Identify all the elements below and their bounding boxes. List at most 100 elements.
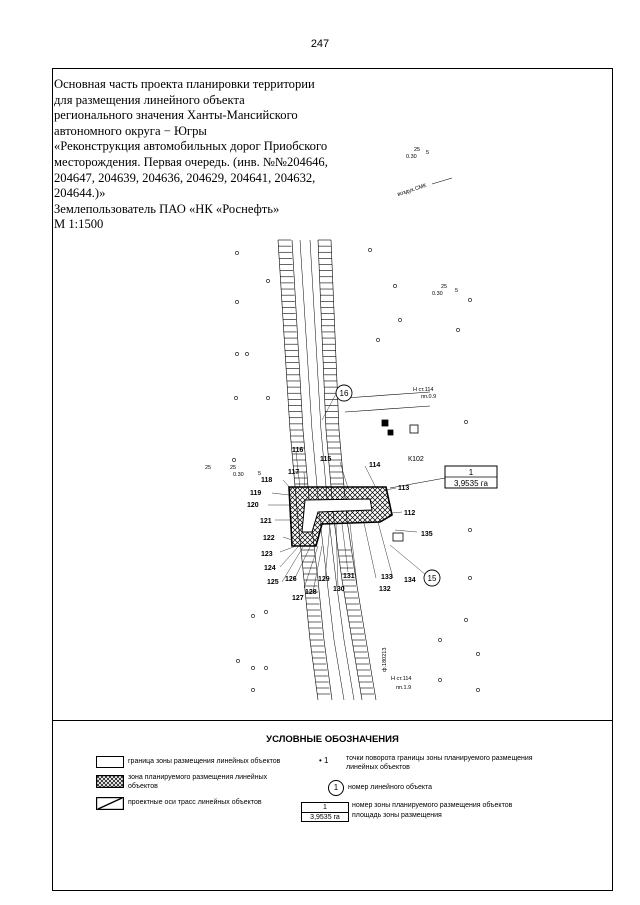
point-label: 119: [250, 490, 261, 497]
point-label: 126: [285, 576, 297, 583]
point-label: 116: [292, 447, 303, 454]
survey-point: [456, 328, 460, 332]
survey-point: [266, 279, 270, 283]
point-label: 125: [267, 579, 279, 586]
point-label: 120: [247, 502, 259, 509]
svg-text:Н ст.114: Н ст.114: [391, 676, 411, 682]
cable-line: [431, 177, 453, 185]
point-leaders: [268, 393, 427, 593]
point-label: 118: [261, 477, 272, 484]
elevation-top: Н ст.114 пп.0.9: [413, 387, 436, 400]
legend-boundary-text: граница зоны размещения линейных объекто…: [128, 758, 281, 765]
point-label: 123: [261, 551, 273, 558]
title-line: М 1:1500: [54, 217, 104, 232]
zone-area: 3,9535 га: [454, 479, 488, 488]
survey-point: [234, 396, 238, 400]
tree-marker-left: 25 25 0.30 5: [205, 465, 261, 478]
point-label: 129: [318, 576, 330, 583]
svg-text:0.30: 0.30: [406, 154, 417, 160]
title-line: 204644.)»: [54, 186, 106, 201]
svg-text:5: 5: [455, 288, 458, 294]
point-label: 113: [398, 485, 409, 492]
survey-point: [464, 618, 468, 622]
svg-text:пп.0.9: пп.0.9: [421, 394, 436, 400]
svg-text:25: 25: [205, 465, 211, 471]
svg-text:0.30: 0.30: [432, 291, 443, 297]
side-road: [344, 391, 431, 413]
point-label: 131: [343, 573, 355, 580]
legend-turn-point-symbol: • 1: [319, 756, 329, 765]
svg-text:0.30: 0.30: [233, 472, 244, 478]
legend-object-number-symbol: 1: [328, 780, 344, 796]
point-label: 135: [421, 531, 433, 538]
legend-axis-text: проектные оси трасс линейных объектов: [128, 799, 262, 806]
svg-text:16: 16: [340, 389, 349, 398]
embankment-ticks: [278, 239, 374, 695]
survey-point: [235, 251, 239, 255]
point-label: 121: [260, 518, 272, 525]
point-label: 124: [264, 565, 276, 572]
survey-point: [438, 678, 442, 682]
point-label: 130: [333, 586, 345, 593]
survey-point: [468, 298, 472, 302]
survey-point: [235, 300, 239, 304]
survey-point: [236, 659, 240, 663]
survey-point: [438, 638, 442, 642]
point-labels: 116 117 118 119 120 121 122 123 124 125 …: [247, 447, 433, 602]
survey-point: [264, 610, 268, 614]
survey-point: [251, 614, 255, 618]
legend-zone-symbol: [96, 775, 124, 788]
legend-object-number-text: номер линейного объекта: [348, 784, 433, 791]
title-line: Землепользователь ПАО «НК «Роснефть»: [54, 201, 280, 216]
zone-number: 1: [469, 468, 474, 477]
structures: [381, 419, 419, 542]
title-line: 204647, 204639, 204636, 204629, 204641, …: [54, 170, 316, 185]
survey-point: [251, 688, 255, 692]
title-line: для размещения линейного объекта: [54, 92, 245, 107]
svg-text:15: 15: [428, 574, 437, 583]
point-label: 134: [404, 577, 416, 584]
legend-boundary-symbol: [96, 756, 124, 768]
legend-zone-number-text-bottom: площадь зоны размещения: [352, 812, 442, 819]
elevation-bottom: Н ст.114 пп.1.9: [391, 676, 411, 691]
page-number: 247: [310, 38, 330, 50]
survey-point: [232, 458, 236, 462]
title-line: автономного округа − Югры: [54, 123, 207, 138]
point-label: 115: [320, 456, 331, 463]
legend-turn-point-text: точки поворота границы зоны планируемого…: [346, 755, 533, 771]
svg-text:25: 25: [230, 465, 236, 471]
linear-object-15: 15: [423, 569, 441, 587]
tree-marker-top: 25 0.30 5: [406, 147, 429, 160]
svg-text:25: 25: [414, 147, 420, 153]
survey-point: [235, 352, 239, 356]
legend-title: УСЛОВНЫЕ ОБОЗНАЧЕНИЯ: [266, 734, 399, 745]
road-embankment-west: [277, 239, 333, 701]
road-axis: [299, 239, 355, 701]
map-title: Основная часть проекта планировки террит…: [54, 77, 354, 233]
road-embankment-east: [317, 239, 377, 701]
survey-point: [398, 318, 402, 322]
survey-point: [376, 338, 380, 342]
svg-text:пп.1.9: пп.1.9: [396, 685, 411, 691]
map-points: [232, 248, 480, 692]
block-label: К102: [408, 456, 424, 463]
survey-point: [476, 688, 480, 692]
survey-point: [476, 652, 480, 656]
title-line: Основная часть проекта планировки террит…: [54, 77, 315, 91]
tree-marker-mid: 25 0.30 5: [432, 284, 458, 297]
point-label: 128: [305, 589, 317, 596]
svg-text:25: 25: [441, 284, 447, 290]
survey-point: [245, 352, 249, 356]
survey-point: [368, 248, 372, 252]
title-line: месторождения. Первая очередь. (инв. №№2…: [54, 154, 328, 169]
legend-zone-number-bottom: 3,9535 га: [310, 814, 340, 821]
survey-point: [264, 666, 268, 670]
survey-point: [468, 528, 472, 532]
survey-point: [251, 666, 255, 670]
site-plan-map: 1 3,9535 га 16 15 116 117 118 119 120 12…: [205, 147, 498, 701]
zone-leader: [389, 477, 446, 489]
legend-zone-number-top: 1: [302, 803, 348, 813]
legend-axis-symbol: [96, 797, 124, 810]
title-line: «Реконструкция автомобильных дорог Приоб…: [54, 139, 328, 154]
survey-point: [468, 576, 472, 580]
